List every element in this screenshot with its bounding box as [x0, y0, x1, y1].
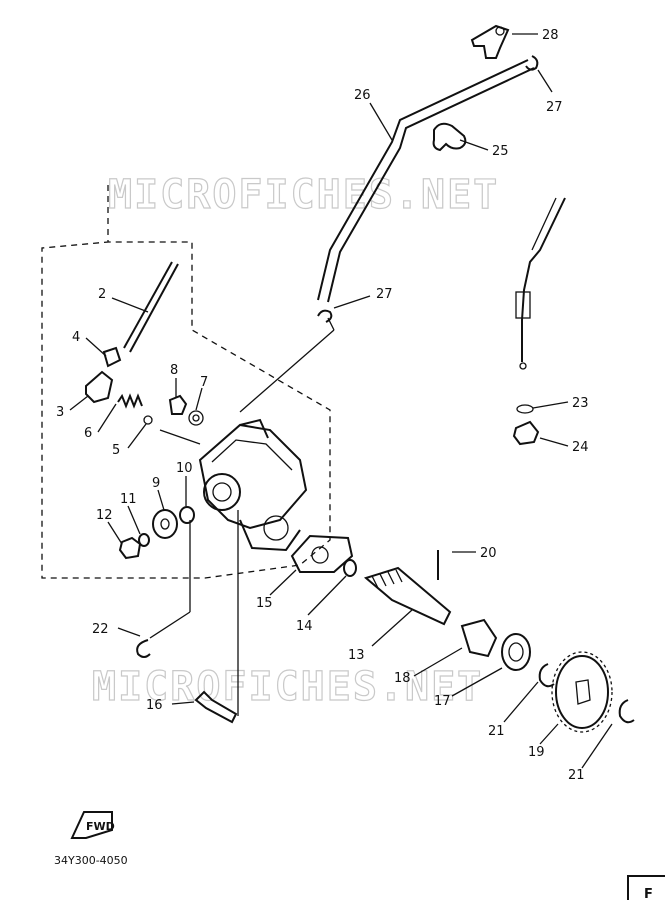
- callout-5: 5: [112, 443, 120, 458]
- callout-19: 19: [528, 745, 545, 760]
- part-8-bleed-bolt: [168, 394, 188, 415]
- part-14-o-ring: [343, 559, 357, 577]
- corner-label-box: F: [627, 875, 665, 900]
- part-2-pipe: [123, 261, 179, 353]
- part-13-drive-shaft: [363, 566, 452, 626]
- drawing-code: 34Y300-4050: [54, 854, 128, 867]
- part-5-check-ball: [143, 415, 153, 425]
- part-22-clip: [136, 639, 151, 658]
- callout-11: 11: [120, 492, 137, 507]
- part-15-gasket: [290, 534, 354, 573]
- part-27-clip-upper: [525, 55, 539, 71]
- part-11-spring-washer: [138, 533, 150, 547]
- part-23-cable-washer: [516, 404, 534, 414]
- part-18-collar: [460, 618, 498, 658]
- part-27-clip-lower: [317, 309, 333, 323]
- part-10-washer: [179, 506, 195, 524]
- callout-8: 8: [170, 363, 178, 378]
- callout-16: 16: [146, 698, 163, 713]
- callout-25: 25: [492, 144, 509, 159]
- callout-10: 10: [176, 461, 193, 476]
- corner-label: F: [644, 887, 653, 900]
- callout-2: 2: [98, 287, 106, 302]
- part-17-bearing: [501, 633, 531, 671]
- callout-27-upper: 27: [546, 100, 563, 115]
- part-25-hose-clamp: [432, 122, 467, 152]
- part-9-plate: [152, 509, 178, 539]
- watermark-top: MICROFICHES.NET: [108, 172, 499, 218]
- part-3-union-bolt: [85, 370, 114, 404]
- fwd-label: FWD: [86, 820, 115, 833]
- callout-7: 7: [200, 375, 208, 390]
- part-19-pump-gear: [551, 651, 613, 733]
- fwd-arrow-icon: FWD: [70, 811, 115, 839]
- part-21-circlip-inner: [538, 663, 555, 688]
- part-4-nut: [102, 346, 122, 368]
- callout-26: 26: [354, 88, 371, 103]
- oil-pump-body: [198, 418, 308, 552]
- callout-23: 23: [572, 396, 589, 411]
- part-28-bracket: [470, 24, 510, 59]
- part-7-gasket: [188, 410, 204, 426]
- callout-18: 18: [394, 671, 411, 686]
- oil-pump-assembly-boundary: [41, 185, 331, 579]
- callout-14: 14: [296, 619, 313, 634]
- part-16-bolt: [194, 690, 238, 724]
- callout-17: 17: [434, 694, 451, 709]
- leader-lines: [69, 33, 613, 769]
- callout-6: 6: [84, 426, 92, 441]
- callout-4: 4: [72, 330, 80, 345]
- callout-13: 13: [348, 648, 365, 663]
- callout-9: 9: [152, 476, 160, 491]
- oil-pump-cable: [515, 197, 566, 370]
- callout-22: 22: [92, 622, 109, 637]
- watermark-bottom: MICROFICHES.NET: [92, 664, 483, 710]
- part-26-oil-hose: [317, 59, 535, 303]
- callout-3: 3: [56, 405, 64, 420]
- part-12-nut: [118, 536, 142, 560]
- callout-28: 28: [542, 28, 559, 43]
- callout-15: 15: [256, 596, 273, 611]
- callout-27-lower: 27: [376, 287, 393, 302]
- part-21-circlip-outer: [618, 699, 635, 724]
- callout-20: 20: [480, 546, 497, 561]
- part-24-cable-nut: [512, 420, 540, 446]
- callout-24: 24: [572, 440, 589, 455]
- callout-12: 12: [96, 508, 113, 523]
- callout-21-outer: 21: [568, 768, 585, 783]
- part-6-spring: [117, 393, 143, 409]
- callout-21-inner: 21: [488, 724, 505, 739]
